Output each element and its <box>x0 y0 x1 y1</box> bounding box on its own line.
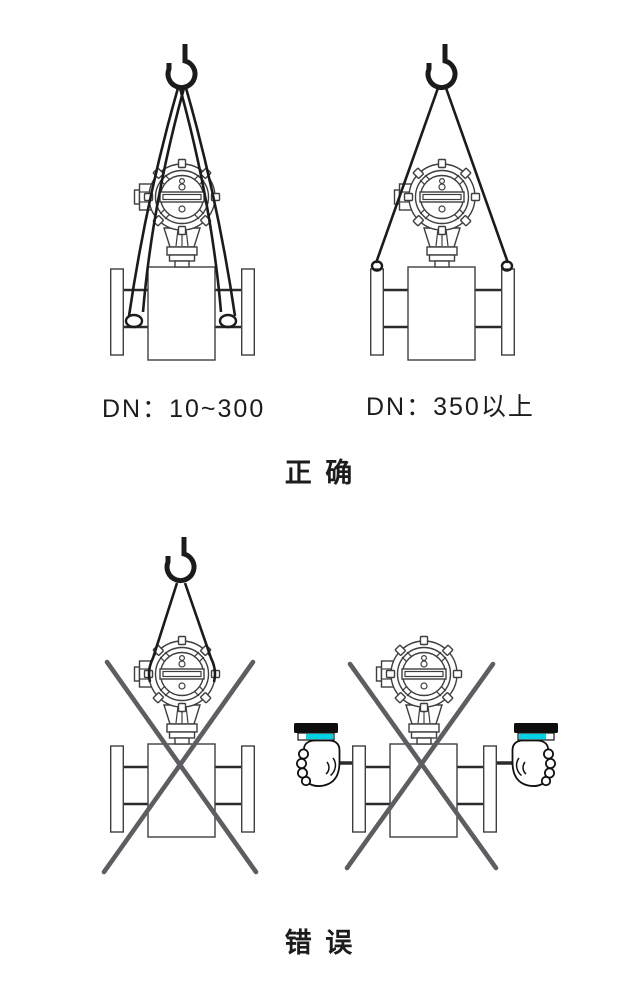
sling-shackle <box>370 260 384 272</box>
hand-icon <box>511 722 559 787</box>
crane-hook-icon <box>167 537 194 581</box>
flowmeter-drawing <box>369 158 516 362</box>
sling-loop <box>124 313 144 329</box>
flowmeter-drawing <box>109 635 256 839</box>
correct-section-label: 正 确 <box>284 458 356 488</box>
flowmeter-drawing <box>351 635 498 839</box>
sling-loop <box>218 313 238 329</box>
hand-icon <box>293 722 341 787</box>
crane-hook-icon <box>428 44 455 88</box>
figure1-caption: DN：10~300 <box>102 395 266 423</box>
figure2-caption: DN：350以上 <box>366 393 535 421</box>
sling-rope <box>370 87 514 272</box>
figure-wrong-lift-by-head <box>101 537 259 875</box>
figure-wrong-carry-by-hand <box>293 635 559 871</box>
flowmeter-drawing <box>109 158 256 362</box>
wrong-section-label: 错 误 <box>284 928 356 958</box>
cross-mark-icon <box>344 661 499 871</box>
crane-hook-icon <box>168 44 195 88</box>
figure-correct-dn350-up <box>369 44 516 362</box>
figure-correct-dn10-300 <box>109 44 256 362</box>
sling-shackle <box>500 260 514 272</box>
sling-rope <box>147 582 217 683</box>
sling-rope <box>124 87 238 329</box>
cross-mark-icon <box>101 659 259 875</box>
